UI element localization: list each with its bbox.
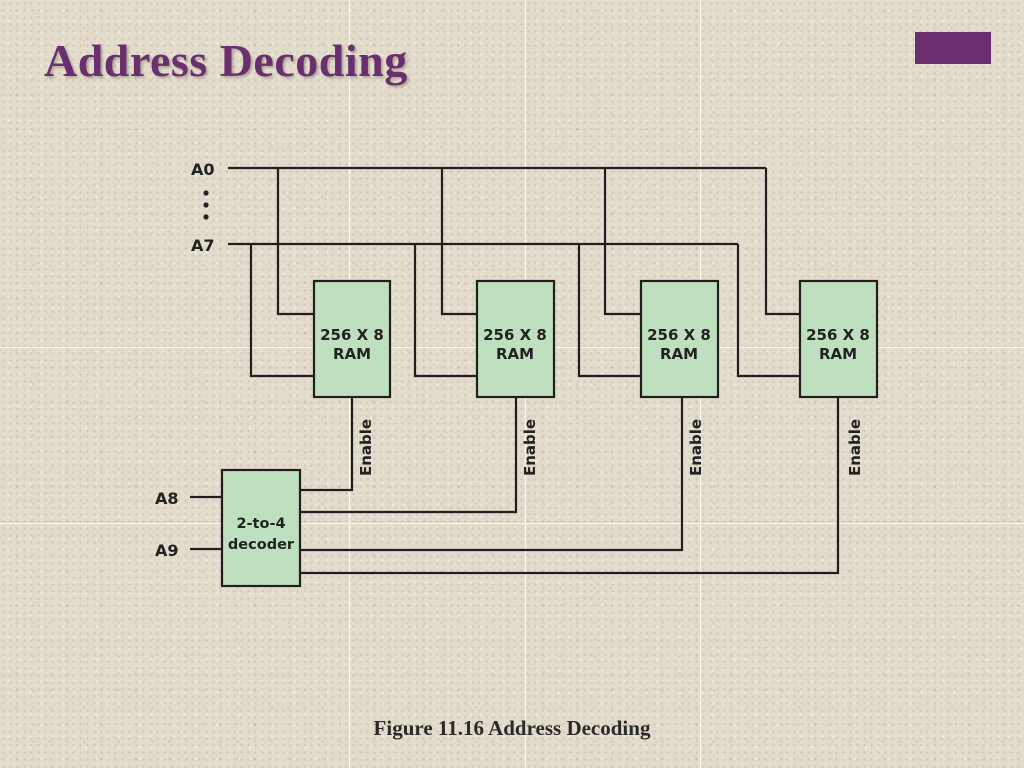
ram-chip-label-line1: 256 X 8: [320, 326, 384, 344]
enable-label-1: Enable: [357, 419, 375, 476]
ellipsis-dots: [203, 190, 209, 220]
enable-label-2: Enable: [521, 419, 539, 476]
enable-wire-1: [300, 398, 354, 492]
address-label-a7: A7: [191, 236, 215, 255]
ram-chip-label-line1: 256 X 8: [806, 326, 870, 344]
address-label-a0: A0: [191, 160, 215, 179]
grid-line: [0, 523, 1024, 524]
decoder-box: 2-to-4 decoder: [220, 468, 302, 588]
decoder-label-line2: decoder: [228, 537, 295, 553]
decoder-label-line1: 2-to-4: [236, 516, 285, 532]
address-label-a9: A9: [155, 541, 179, 560]
ram-chip-label-line2: RAM: [819, 345, 857, 363]
ram-chip-label-line1: 256 X 8: [483, 326, 547, 344]
a7-tap-ram2: [413, 244, 477, 378]
title-accent-box: [915, 32, 991, 64]
enable-wire-3: [300, 398, 684, 552]
enable-label-3: Enable: [687, 419, 705, 476]
a0-tap-ram2: [440, 168, 477, 316]
ram-chip-2: 256 X 8 RAM: [475, 279, 556, 399]
ram-chip-label-line1: 256 X 8: [647, 326, 711, 344]
ram-chip-4: 256 X 8 RAM: [798, 279, 879, 399]
a0-tap-ram4: [764, 168, 800, 316]
ram-chip-label-line2: RAM: [333, 345, 371, 363]
a0-tap-ram3: [603, 168, 641, 316]
a7-tap-ram4: [736, 244, 800, 378]
a0-tap-ram1: [276, 168, 314, 316]
a7-tap-ram1: [249, 244, 314, 378]
address-label-a8: A8: [155, 489, 179, 508]
enable-label-4: Enable: [846, 419, 864, 476]
enable-wire-4: [300, 398, 840, 575]
a7-tap-ram3: [577, 244, 641, 378]
wires: [190, 166, 840, 575]
figure-caption: Figure 11.16 Address Decoding: [373, 716, 651, 740]
ram-chip-1: 256 X 8 RAM: [312, 279, 392, 399]
ram-chip-label-line2: RAM: [660, 345, 698, 363]
slide-title: Address Decoding: [44, 35, 408, 86]
ram-chip-3: 256 X 8 RAM: [639, 279, 720, 399]
enable-wire-2: [300, 398, 518, 514]
ram-chip-label-line2: RAM: [496, 345, 534, 363]
